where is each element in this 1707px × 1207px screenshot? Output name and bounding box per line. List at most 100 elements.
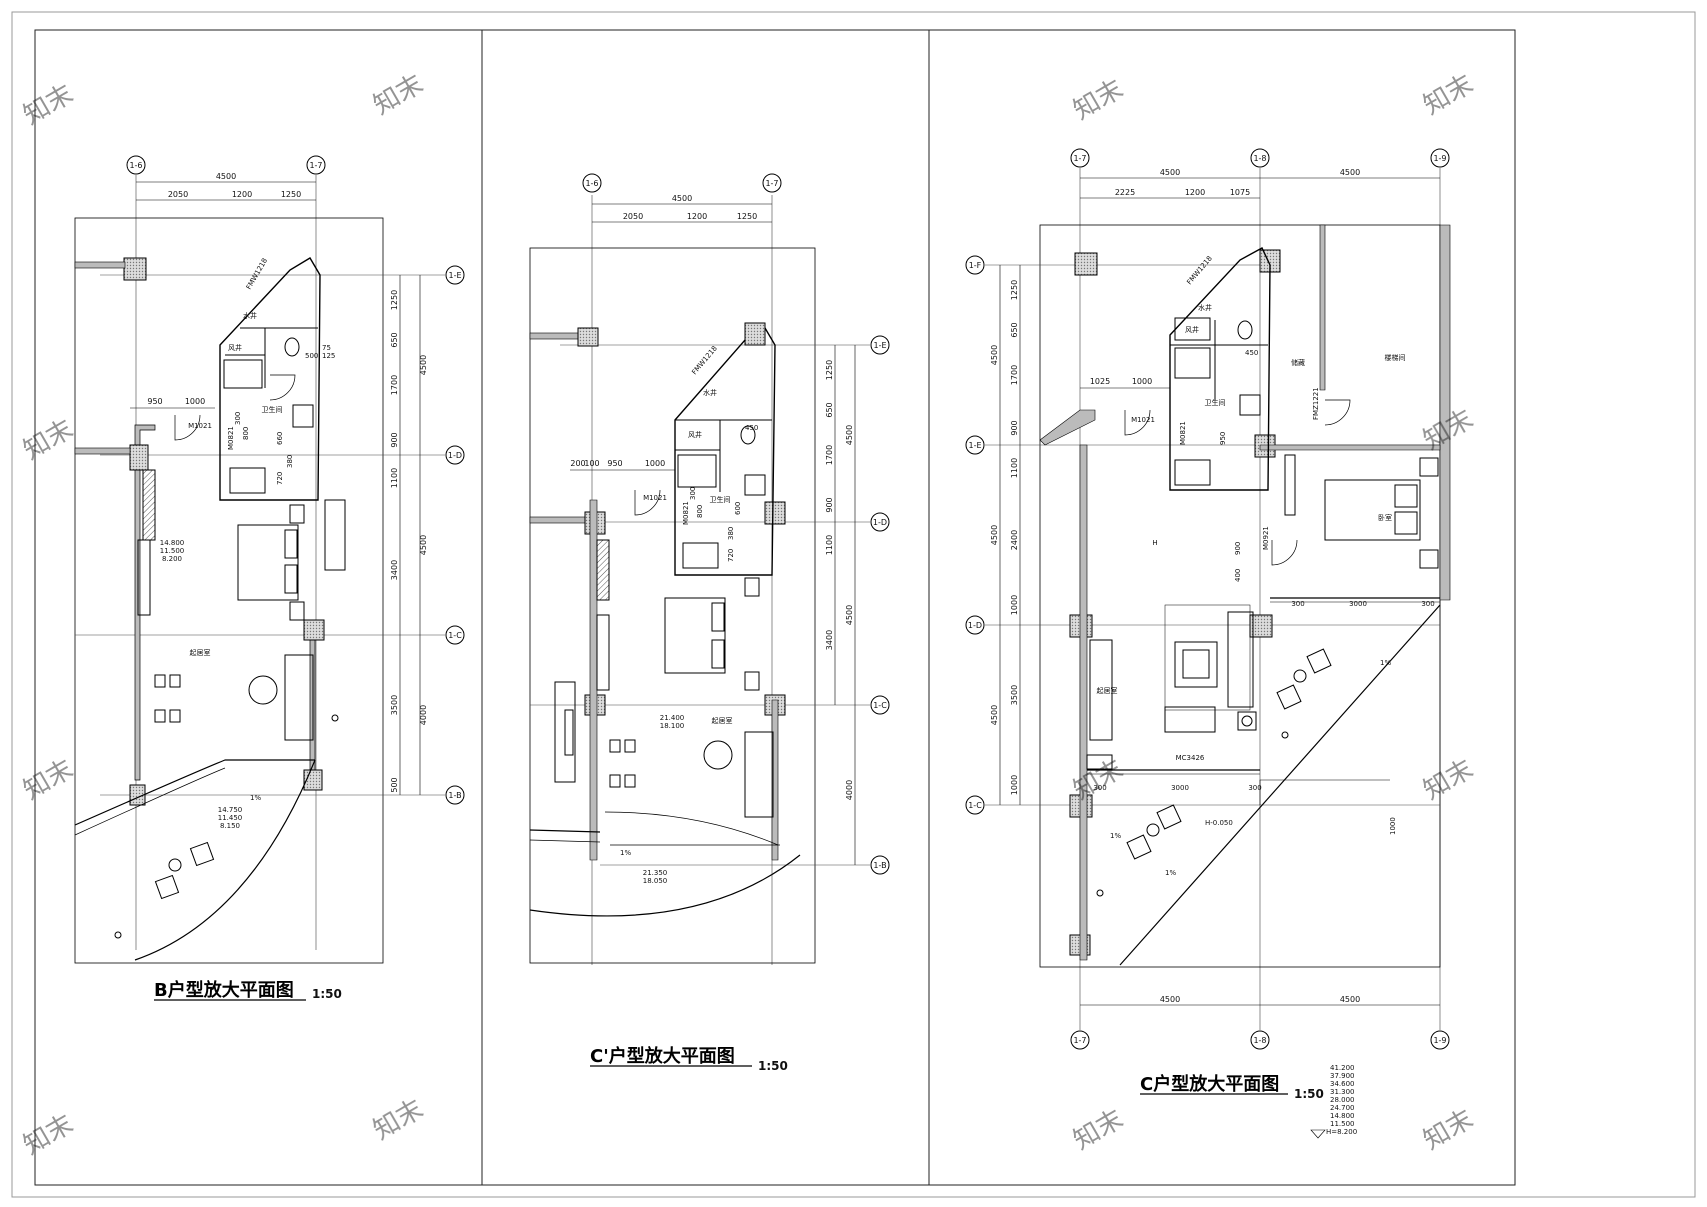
dim-text: 4500 [672,194,692,203]
dim-text: 1200 [1185,188,1205,197]
chair [609,774,621,788]
washbasin [292,404,314,428]
door-swing [1124,409,1151,436]
level-item: 41.200 [1330,1064,1355,1072]
axis-label: 1-9 [1433,1036,1446,1045]
round-table [703,740,733,770]
dim-text: 4500 [216,172,236,181]
room-label: 卫生间 [710,495,731,504]
coffee-table [1174,641,1218,688]
bed [664,597,726,674]
dim-text: 600 [734,502,742,515]
level-item: 28.000 [1330,1096,1355,1104]
bath-block [1169,247,1271,491]
level-text: H-0.050 [1205,819,1233,827]
plan-title: C'户型放大平面图 [590,1045,735,1067]
column [577,327,599,347]
axis-bubble-b-right-3: 1-C [75,625,465,645]
watermark: 知末 [1069,74,1129,126]
shaft [1174,347,1211,379]
axis-bubble-c1-right-1: 1-E [560,335,890,355]
watermark: 知末 [19,754,79,806]
wall [529,516,591,524]
nightstand [289,504,305,524]
desk [1284,454,1296,516]
nightstand [744,577,760,597]
door-swing [634,489,661,516]
dim-text: 900 [390,432,399,447]
dim-text: 1250 [1010,280,1019,300]
dim-text: 3000 [1171,784,1189,792]
dim-text: 2050 [623,212,643,221]
dim-text: 500 [305,352,318,360]
shaft [677,454,717,488]
plan-scale: 1:50 [1294,1087,1324,1101]
toilet [740,425,756,445]
wardrobe [596,539,610,601]
axis-bubble-b-right-2: 1-D [100,445,465,465]
axis-label: 1-D [448,451,462,460]
dim-text: 1025 [1090,377,1110,386]
sofa [1164,706,1216,733]
dim-text: 1200 [232,190,252,199]
balcony-edge [604,811,779,846]
axis-label: 1-6 [129,161,142,170]
door-label: MC3426 [1176,754,1205,762]
wall [589,499,598,861]
balcony-edge [529,839,601,843]
dim-text: 4500 [419,535,428,555]
level-text: 18.100 [660,722,685,730]
dim-text: 4500 [990,345,999,365]
slope-text: 1% [1380,659,1391,667]
door-swing [1324,399,1351,426]
level-text: 21.400 [660,714,685,722]
column [129,444,149,471]
lamp [1241,715,1253,727]
level-list: 41.200 37.900 34.600 31.300 28.000 24.70… [1310,1064,1357,1139]
balcony-edge [529,854,801,917]
balcony-edge [1119,604,1441,966]
bath-block [674,327,776,576]
door-label: M0821 [682,501,690,525]
slope-text: 1% [620,849,631,857]
dim-text: 1000 [1132,377,1152,386]
dim-text: 950 [1219,432,1227,445]
wall [1319,224,1326,391]
dim-text: 800 [242,427,250,440]
dim-text: 450 [745,424,758,432]
wall [134,424,156,781]
dim-text: 200 [570,459,585,468]
dim-text: 75 [322,344,331,352]
toilet [1237,320,1253,340]
dim-text: 950 [147,397,162,406]
dim-text: 4500 [419,355,428,375]
room-label: 卧室 [1378,513,1392,522]
plan-c-prime-frame [529,247,816,964]
level-text: 18.050 [643,877,668,885]
side-table [1146,823,1160,837]
chair [169,709,181,723]
dim-text: 900 [1010,420,1019,435]
column [744,322,766,346]
dim-text: 4500 [990,705,999,725]
chair [1156,804,1182,830]
axis-label: 1-E [873,341,886,350]
dim-text: 1000 [645,459,665,468]
chair [1126,834,1152,860]
door-swing [174,414,201,441]
slope-text: 1% [250,794,261,802]
axis-label: 1-7 [765,179,778,188]
chair [609,739,621,753]
dim-text: 400 [1234,569,1242,582]
chair [1276,684,1302,710]
axis-bubble-b-right-4: 1-B [100,785,465,805]
watermark: 知末 [1069,1104,1129,1156]
side-table [168,858,182,872]
room-label: 楼梯间 [1385,353,1406,362]
chair [189,841,215,867]
dim-text: 1700 [1010,365,1019,385]
level-item: H=8.200 [1326,1128,1357,1136]
plan-c: 1-7 1-8 1-9 4500 4500 2225 1200 1075 450… [965,148,1451,1139]
column [1074,252,1098,276]
